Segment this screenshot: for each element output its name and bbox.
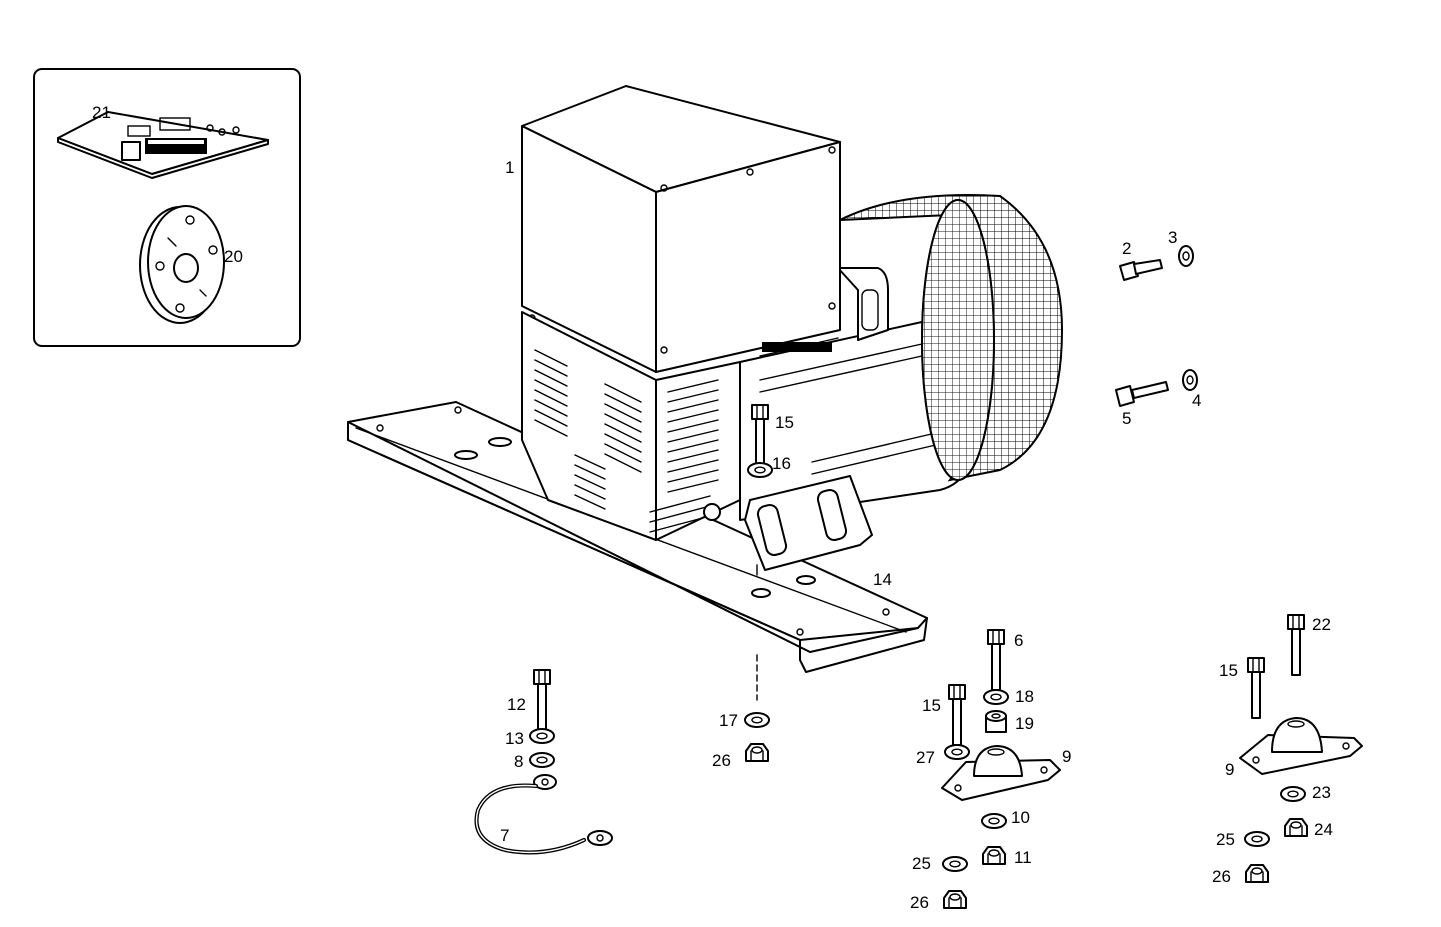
anti-vibration-mount-9-middle xyxy=(941,745,1061,801)
washer-13 xyxy=(529,728,555,744)
callout-labels: 1 2 3 4 5 6 7 8 9 9 10 11 12 13 14 15 15… xyxy=(92,103,1333,912)
label-6: 6 xyxy=(1014,631,1023,650)
bolt-6 xyxy=(987,629,1005,691)
label-25b: 25 xyxy=(1216,830,1235,849)
ground-cable-7 xyxy=(474,774,613,855)
washer-17 xyxy=(744,712,770,728)
label-19: 19 xyxy=(1015,714,1034,733)
nut-11 xyxy=(982,846,1006,865)
label-20: 20 xyxy=(224,247,243,266)
label-16: 16 xyxy=(772,454,791,473)
label-5: 5 xyxy=(1122,409,1131,428)
nut-26-right xyxy=(1245,864,1269,883)
coupling-disc-20 xyxy=(139,205,225,324)
label-17: 17 xyxy=(719,711,738,730)
washer-4 xyxy=(1182,369,1198,391)
label-27: 27 xyxy=(916,748,935,767)
washer-25-right xyxy=(1244,831,1270,847)
label-26b: 26 xyxy=(910,893,929,912)
anti-vibration-mount-9-right xyxy=(1239,717,1363,775)
label-21: 21 xyxy=(92,103,111,122)
washer-27 xyxy=(944,744,970,760)
label-15a: 15 xyxy=(775,413,794,432)
bolt-22 xyxy=(1287,614,1305,676)
label-9b: 9 xyxy=(1225,760,1234,779)
label-22: 22 xyxy=(1312,615,1331,634)
washer-25-middle xyxy=(942,856,968,872)
washer-16 xyxy=(747,462,773,478)
nut-26-center xyxy=(745,743,769,762)
label-4: 4 xyxy=(1192,391,1201,410)
label-13: 13 xyxy=(505,729,524,748)
label-2: 2 xyxy=(1122,239,1131,258)
regulator-board-21 xyxy=(57,111,269,179)
label-26c: 26 xyxy=(1212,867,1231,886)
label-14: 14 xyxy=(873,570,892,589)
washer-18 xyxy=(983,689,1009,705)
bolt-15-middle xyxy=(948,684,966,746)
label-18: 18 xyxy=(1015,687,1034,706)
alternator-assembly xyxy=(521,85,1064,571)
bolt-12 xyxy=(533,669,551,731)
nut-26-middle xyxy=(943,890,967,909)
label-3: 3 xyxy=(1168,228,1177,247)
label-8: 8 xyxy=(514,752,523,771)
label-9a: 9 xyxy=(1062,747,1071,766)
label-12: 12 xyxy=(507,695,526,714)
spacer-19 xyxy=(985,710,1007,733)
washer-8 xyxy=(529,752,555,768)
label-26a: 26 xyxy=(712,751,731,770)
washer-23 xyxy=(1280,786,1306,802)
label-15b: 15 xyxy=(922,696,941,715)
washer-3 xyxy=(1178,245,1194,267)
label-11: 11 xyxy=(1014,848,1032,867)
label-10: 10 xyxy=(1011,808,1030,827)
label-1: 1 xyxy=(505,158,514,177)
bolt-15-right xyxy=(1247,657,1265,719)
washer-10 xyxy=(981,813,1007,829)
nut-24 xyxy=(1284,818,1308,837)
bolt-5 xyxy=(1115,381,1169,407)
bolt-2 xyxy=(1119,259,1163,281)
label-15c: 15 xyxy=(1219,661,1238,680)
label-23: 23 xyxy=(1312,783,1331,802)
label-7: 7 xyxy=(500,826,509,845)
label-24: 24 xyxy=(1314,820,1333,839)
spare-parts-inset xyxy=(33,68,301,347)
label-25a: 25 xyxy=(912,854,931,873)
